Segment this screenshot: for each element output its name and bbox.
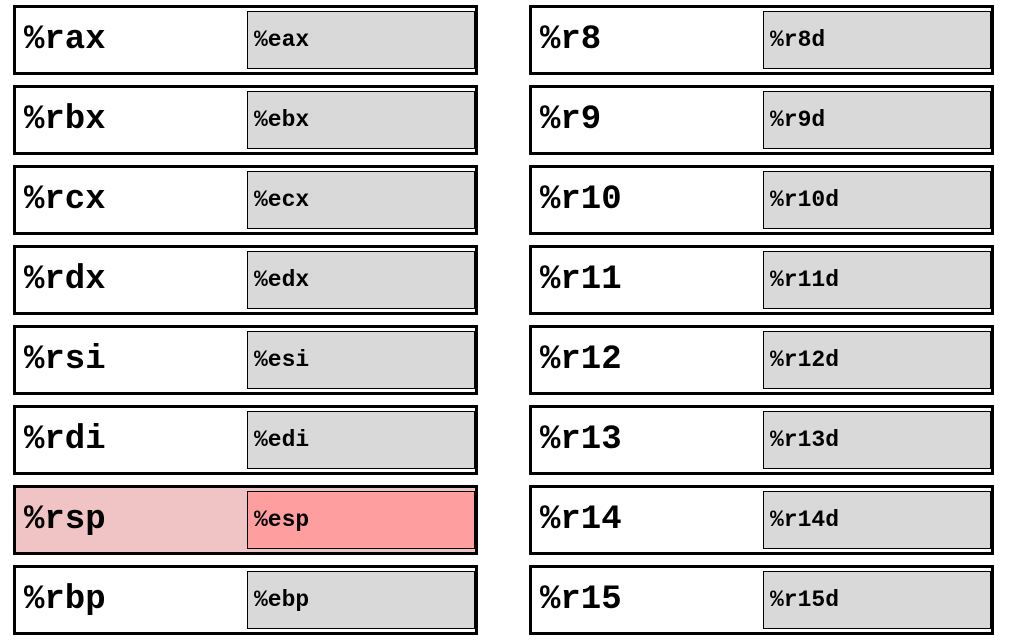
register-box: %r13 %r13d (529, 405, 994, 475)
register-64bit-label: %rsp (24, 501, 106, 539)
register-64bit-label: %r13 (540, 421, 622, 459)
register-32bit-label: %r12d (770, 347, 840, 373)
register-32bit-label: %r8d (770, 27, 826, 53)
register-box: %rcx %ecx (13, 165, 478, 235)
register-64bit-label: %rcx (24, 181, 106, 219)
register-32bit-subbox: %esp (247, 491, 475, 549)
register-box: %r14 %r14d (529, 485, 994, 555)
register-32bit-label: %r15d (770, 587, 840, 613)
register-box: %r15 %r15d (529, 565, 994, 635)
register-32bit-label: %r11d (770, 267, 840, 293)
register-box: %rbp %ebp (13, 565, 478, 635)
register-32bit-label: %ebp (254, 587, 310, 613)
register-64bit-label: %r8 (540, 21, 602, 59)
register-32bit-subbox: %r15d (763, 571, 991, 629)
register-64bit-label: %rdx (24, 261, 106, 299)
register-32bit-subbox: %r13d (763, 411, 991, 469)
register-32bit-subbox: %eax (247, 11, 475, 69)
register-32bit-label: %ebx (254, 107, 310, 133)
register-box: %rsp %esp (13, 485, 478, 555)
register-64bit-label: %r9 (540, 101, 602, 139)
register-32bit-subbox: %r14d (763, 491, 991, 549)
register-32bit-subbox: %r9d (763, 91, 991, 149)
register-32bit-subbox: %ebp (247, 571, 475, 629)
register-box: %rbx %ebx (13, 85, 478, 155)
register-32bit-subbox: %edx (247, 251, 475, 309)
register-32bit-label: %esp (254, 507, 310, 533)
register-64bit-label: %r10 (540, 181, 622, 219)
register-box: %r11 %r11d (529, 245, 994, 315)
register-32bit-subbox: %r10d (763, 171, 991, 229)
register-32bit-subbox: %r11d (763, 251, 991, 309)
register-box: %rdi %edi (13, 405, 478, 475)
register-32bit-label: %r10d (770, 187, 840, 213)
register-box: %rsi %esi (13, 325, 478, 395)
register-32bit-label: %r14d (770, 507, 840, 533)
register-column-right: %r8%r8d%r9%r9d%r10%r10d%r11%r11d%r12%r12… (529, 5, 994, 635)
register-box: %r8 %r8d (529, 5, 994, 75)
register-box: %r12 %r12d (529, 325, 994, 395)
register-32bit-subbox: %r12d (763, 331, 991, 389)
register-box: %rax %eax (13, 5, 478, 75)
register-32bit-label: %ecx (254, 187, 310, 213)
register-64bit-label: %r12 (540, 341, 622, 379)
register-64bit-label: %rsi (24, 341, 106, 379)
register-64bit-label: %rbp (24, 581, 106, 619)
register-32bit-subbox: %ebx (247, 91, 475, 149)
register-32bit-label: %r9d (770, 107, 826, 133)
register-64bit-label: %r11 (540, 261, 622, 299)
register-32bit-label: %edx (254, 267, 310, 293)
register-64bit-label: %rax (24, 21, 106, 59)
register-32bit-subbox: %esi (247, 331, 475, 389)
register-box: %rdx %edx (13, 245, 478, 315)
register-32bit-label: %r13d (770, 427, 840, 453)
register-64bit-label: %r15 (540, 581, 622, 619)
register-64bit-label: %rdi (24, 421, 106, 459)
register-32bit-subbox: %edi (247, 411, 475, 469)
register-32bit-label: %eax (254, 27, 310, 53)
register-32bit-label: %edi (254, 427, 310, 453)
register-32bit-label: %esi (254, 347, 310, 373)
register-box: %r10 %r10d (529, 165, 994, 235)
register-box: %r9 %r9d (529, 85, 994, 155)
register-32bit-subbox: %ecx (247, 171, 475, 229)
register-64bit-label: %r14 (540, 501, 622, 539)
register-column-left: %rax %eax %rbx %ebx %rcx %ecx %rdx %edx %rsi %esi… (13, 5, 478, 635)
register-64bit-label: %rbx (24, 101, 106, 139)
register-32bit-subbox: %r8d (763, 11, 991, 69)
